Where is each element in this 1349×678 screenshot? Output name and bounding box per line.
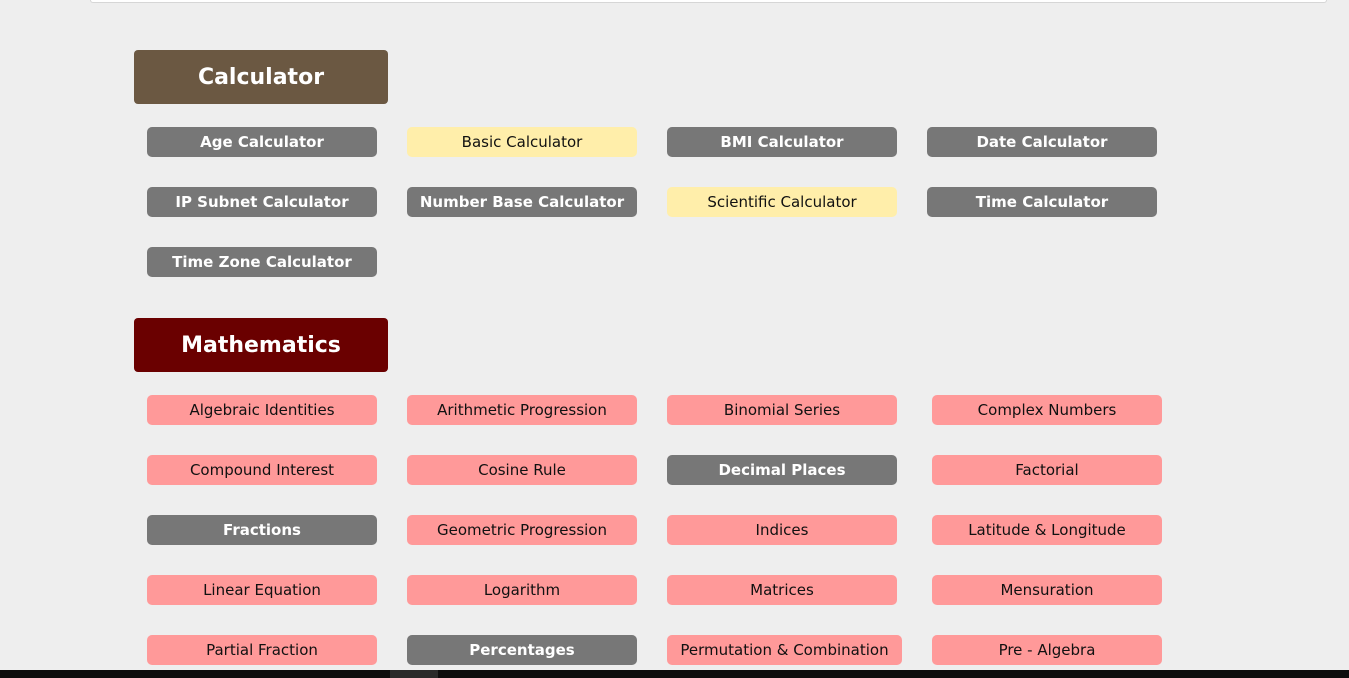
link-scientific-calculator[interactable]: Scientific Calculator <box>667 187 897 217</box>
link-time-calculator[interactable]: Time Calculator <box>927 187 1157 217</box>
link-bmi-calculator[interactable]: BMI Calculator <box>667 127 897 157</box>
link-time-zone-calculator[interactable]: Time Zone Calculator <box>147 247 377 277</box>
link-geometric-progression[interactable]: Geometric Progression <box>407 515 637 545</box>
top-search-bar-edge <box>90 0 1327 3</box>
link-fractions[interactable]: Fractions <box>147 515 377 545</box>
link-pre-algebra[interactable]: Pre - Algebra <box>932 635 1162 665</box>
link-partial-fraction[interactable]: Partial Fraction <box>147 635 377 665</box>
link-matrices[interactable]: Matrices <box>667 575 897 605</box>
link-ip-subnet-calculator[interactable]: IP Subnet Calculator <box>147 187 377 217</box>
link-factorial[interactable]: Factorial <box>932 455 1162 485</box>
link-cosine-rule[interactable]: Cosine Rule <box>407 455 637 485</box>
section-header-mathematics: Mathematics <box>134 318 388 372</box>
os-taskbar-edge <box>0 670 1349 678</box>
link-binomial-series[interactable]: Binomial Series <box>667 395 897 425</box>
link-complex-numbers[interactable]: Complex Numbers <box>932 395 1162 425</box>
link-latitude-longitude[interactable]: Latitude & Longitude <box>932 515 1162 545</box>
link-arithmetic-progression[interactable]: Arithmetic Progression <box>407 395 637 425</box>
link-compound-interest[interactable]: Compound Interest <box>147 455 377 485</box>
link-date-calculator[interactable]: Date Calculator <box>927 127 1157 157</box>
link-percentages[interactable]: Percentages <box>407 635 637 665</box>
link-age-calculator[interactable]: Age Calculator <box>147 127 377 157</box>
link-algebraic-identities[interactable]: Algebraic Identities <box>147 395 377 425</box>
link-mensuration[interactable]: Mensuration <box>932 575 1162 605</box>
link-indices[interactable]: Indices <box>667 515 897 545</box>
link-permutation-combination[interactable]: Permutation & Combination <box>667 635 902 665</box>
link-basic-calculator[interactable]: Basic Calculator <box>407 127 637 157</box>
link-linear-equation[interactable]: Linear Equation <box>147 575 377 605</box>
link-logarithm[interactable]: Logarithm <box>407 575 637 605</box>
link-decimal-places[interactable]: Decimal Places <box>667 455 897 485</box>
link-number-base-calculator[interactable]: Number Base Calculator <box>407 187 637 217</box>
section-header-calculator: Calculator <box>134 50 388 104</box>
taskbar-active-app[interactable] <box>390 670 438 678</box>
